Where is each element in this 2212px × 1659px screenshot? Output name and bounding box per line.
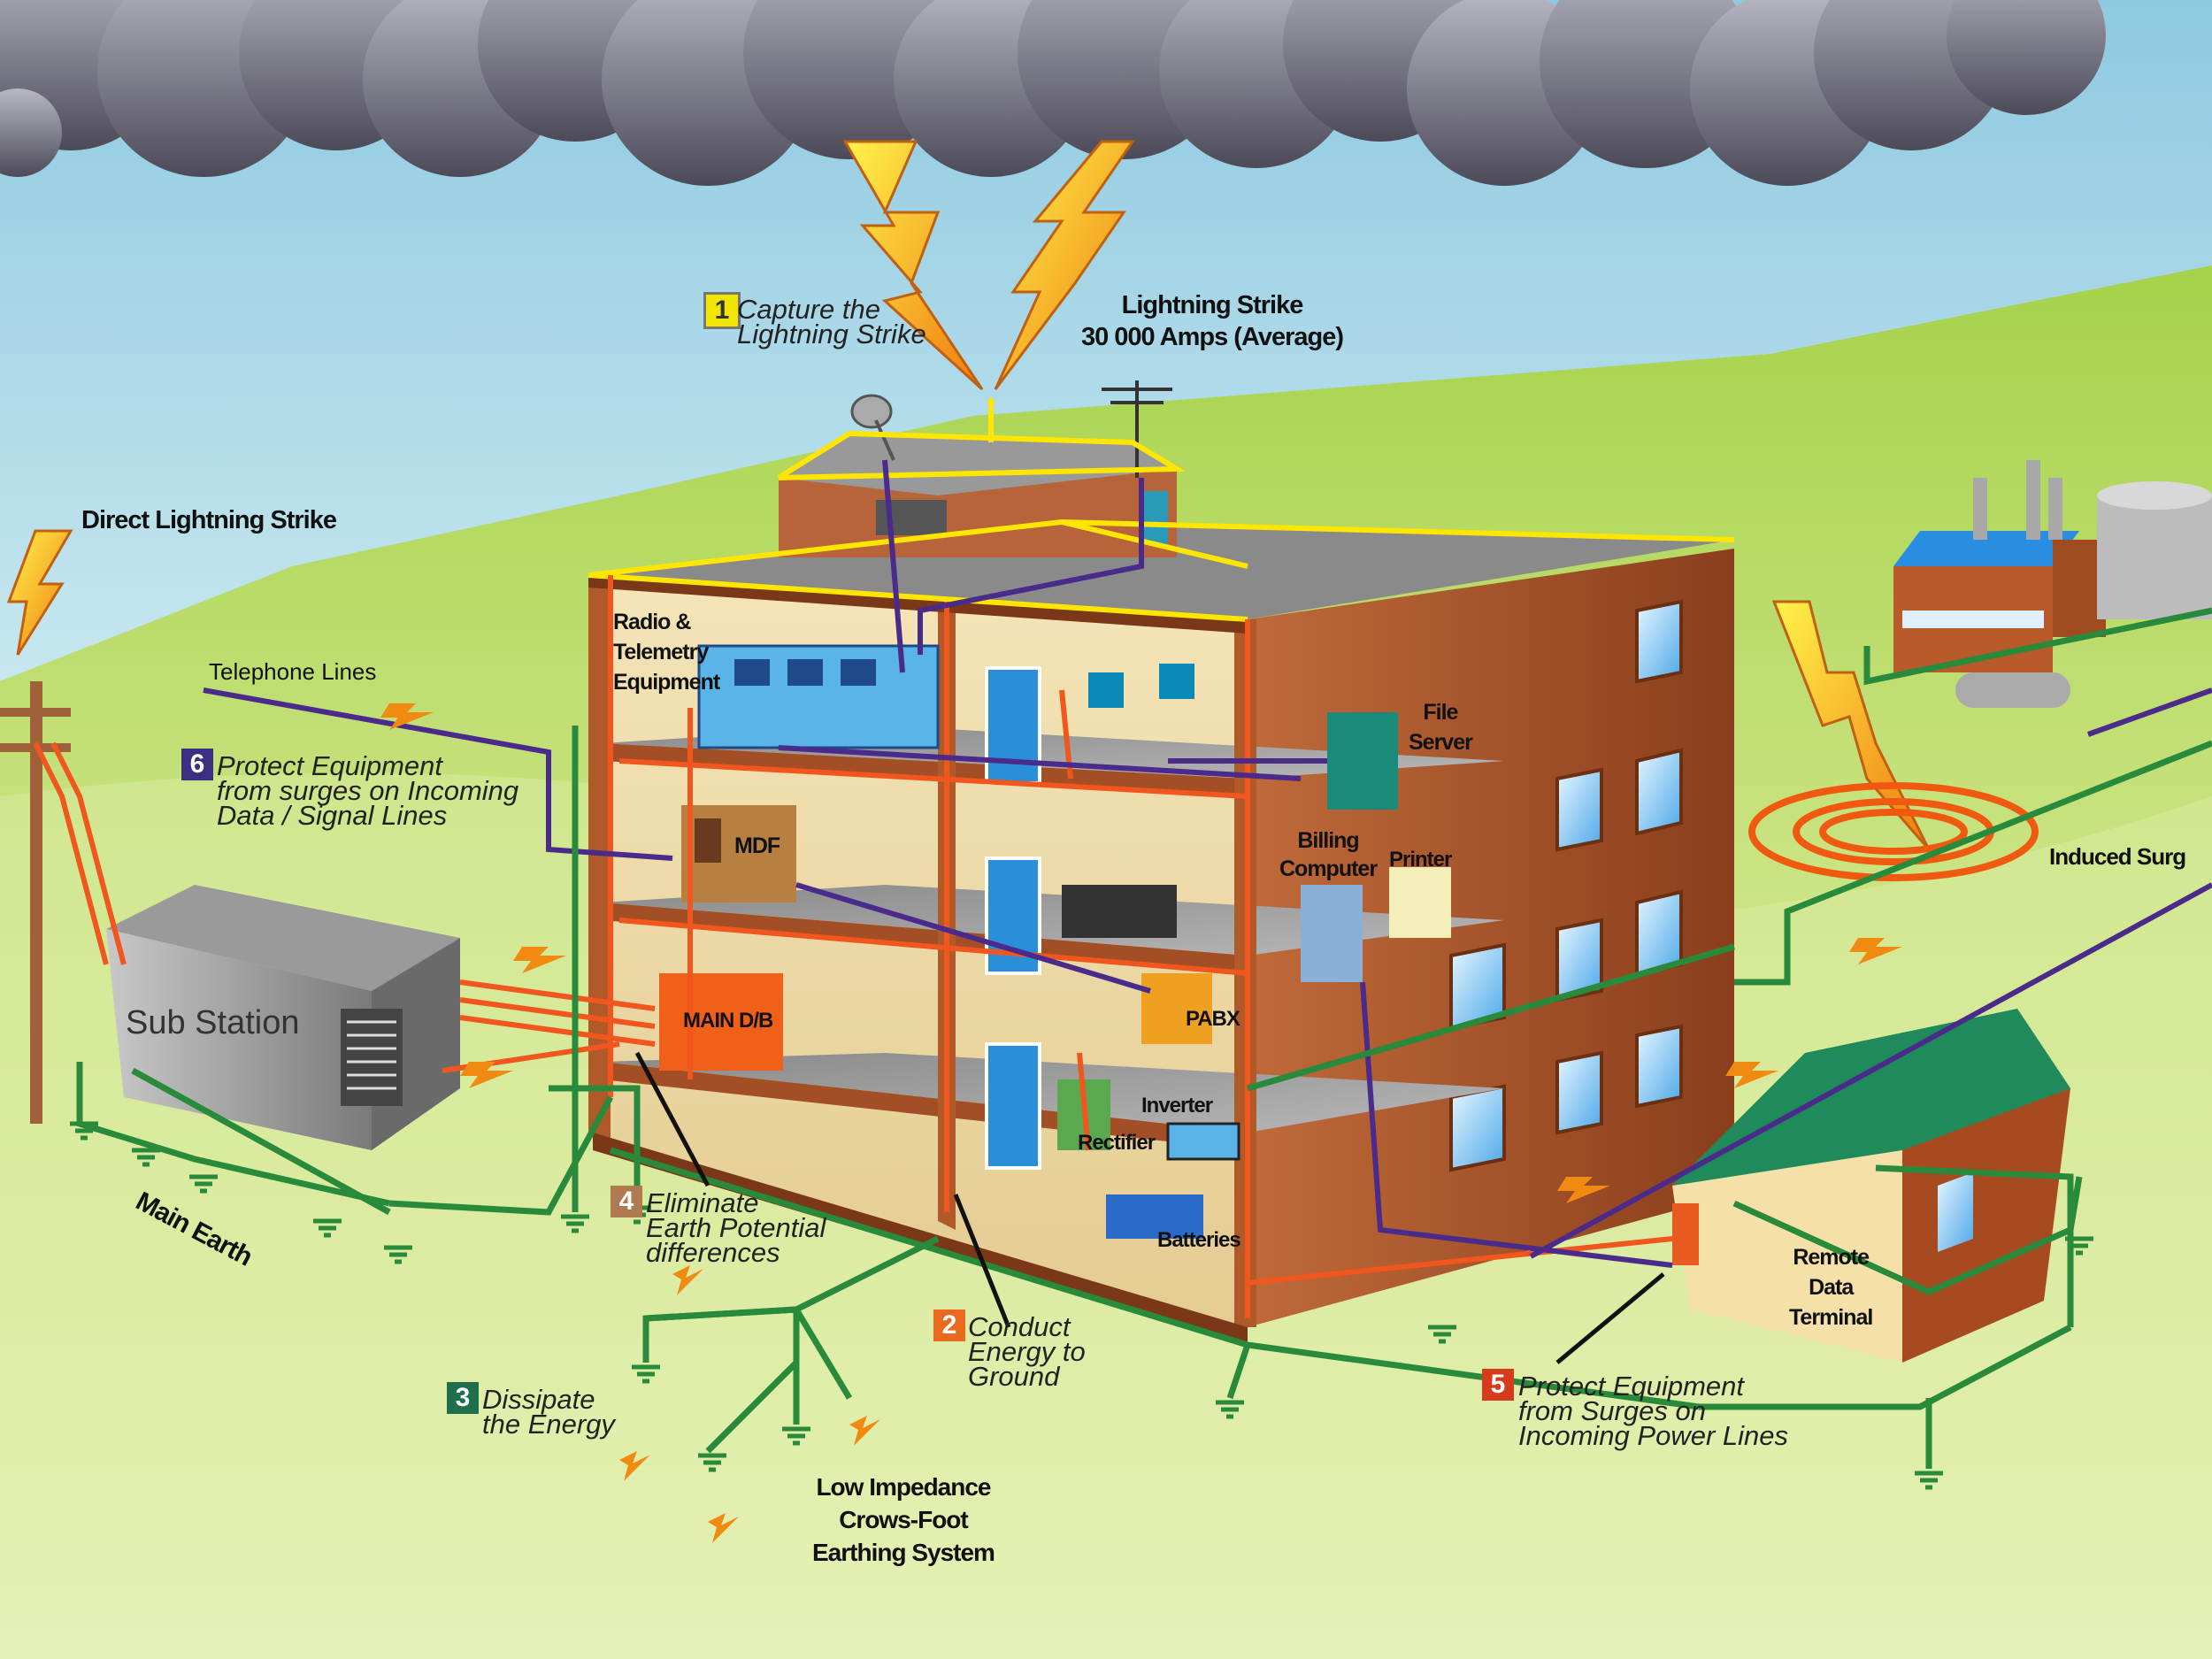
billing-computer-box — [1301, 885, 1363, 982]
earth-lines — [76, 607, 2212, 1469]
step-4-text: Eliminate Earth Potential differences — [646, 1187, 826, 1268]
batteries-label: Batteries — [1157, 1228, 1241, 1252]
billing-computer-label: Billing Computer — [1279, 828, 1378, 881]
main-db-label: MAIN D/B — [683, 1009, 773, 1033]
sub-station-building — [106, 885, 460, 1150]
pointer-arrows — [634, 1051, 1665, 1364]
step-5-text: Protect Equipment from Surges on Incomin… — [1518, 1371, 1788, 1451]
step-2-badge: 2 — [933, 1310, 965, 1341]
step-4-badge: 4 — [611, 1186, 642, 1217]
inverter-label: Inverter — [1141, 1094, 1213, 1118]
step-5-badge: 5 — [1482, 1369, 1514, 1401]
factory — [1893, 460, 2212, 708]
batteries-box — [1106, 1194, 1203, 1239]
crows-foot-label: Low Impedance Crows-Foot Earthing System — [812, 1473, 995, 1566]
sub-station-label: Sub Station — [126, 1004, 300, 1041]
data-lines — [203, 459, 2212, 1268]
file-server-label: File Server — [1409, 700, 1473, 755]
radio-telemetry-label: Radio & Telemetry Equipment — [613, 610, 720, 695]
step-2-text: Conduct Energy to Ground — [968, 1311, 1086, 1392]
printer-box — [1389, 867, 1451, 938]
earth-ground-icon — [70, 1121, 2093, 1490]
lightning-strike-title: Lightning Strike — [1121, 291, 1304, 319]
rectifier-label: Rectifier — [1078, 1131, 1156, 1155]
mdf-label: MDF — [734, 833, 780, 858]
satellite-dish-icon — [850, 394, 895, 461]
remote-terminal-label: Remote Data Terminal — [1789, 1245, 1873, 1330]
air-terminal-network — [588, 398, 1735, 622]
direct-strike-label: Direct Lightning Strike — [81, 506, 337, 534]
remote-terminal-hut — [1672, 1009, 2070, 1363]
step-6-badge: 6 — [181, 749, 213, 780]
file-server-box — [1327, 712, 1398, 810]
power-lines — [33, 575, 1673, 1318]
lightning-strike-amps: 30 000 Amps (Average) — [1080, 323, 1344, 351]
step-1-badge: 1 — [703, 292, 741, 329]
pabx-label: PABX — [1186, 1007, 1240, 1031]
equipment — [659, 644, 1451, 1239]
antenna-icon — [1102, 380, 1172, 478]
surge-spark-icons — [380, 703, 1902, 1543]
step-3-badge: 3 — [447, 1382, 479, 1414]
pabx-box — [1141, 973, 1212, 1044]
printer-label: Printer — [1389, 848, 1452, 872]
telephone-lines-label: Telephone Lines — [209, 658, 377, 685]
lightning-strike-label: Lightning Strike 30 000 Amps (Average) — [1071, 289, 1354, 353]
induced-surge-label: Induced Surg — [2049, 843, 2186, 870]
rectifier-box — [1166, 1122, 1240, 1161]
step-1-text: Capture the Lightning Strike — [737, 294, 926, 349]
step-6-text: Protect Equipment from surges on Incomin… — [217, 750, 519, 831]
step-3-text: Dissipate the Energy — [482, 1384, 615, 1440]
main-db-box — [659, 973, 783, 1071]
storm-cloud-icon — [0, 0, 2106, 186]
